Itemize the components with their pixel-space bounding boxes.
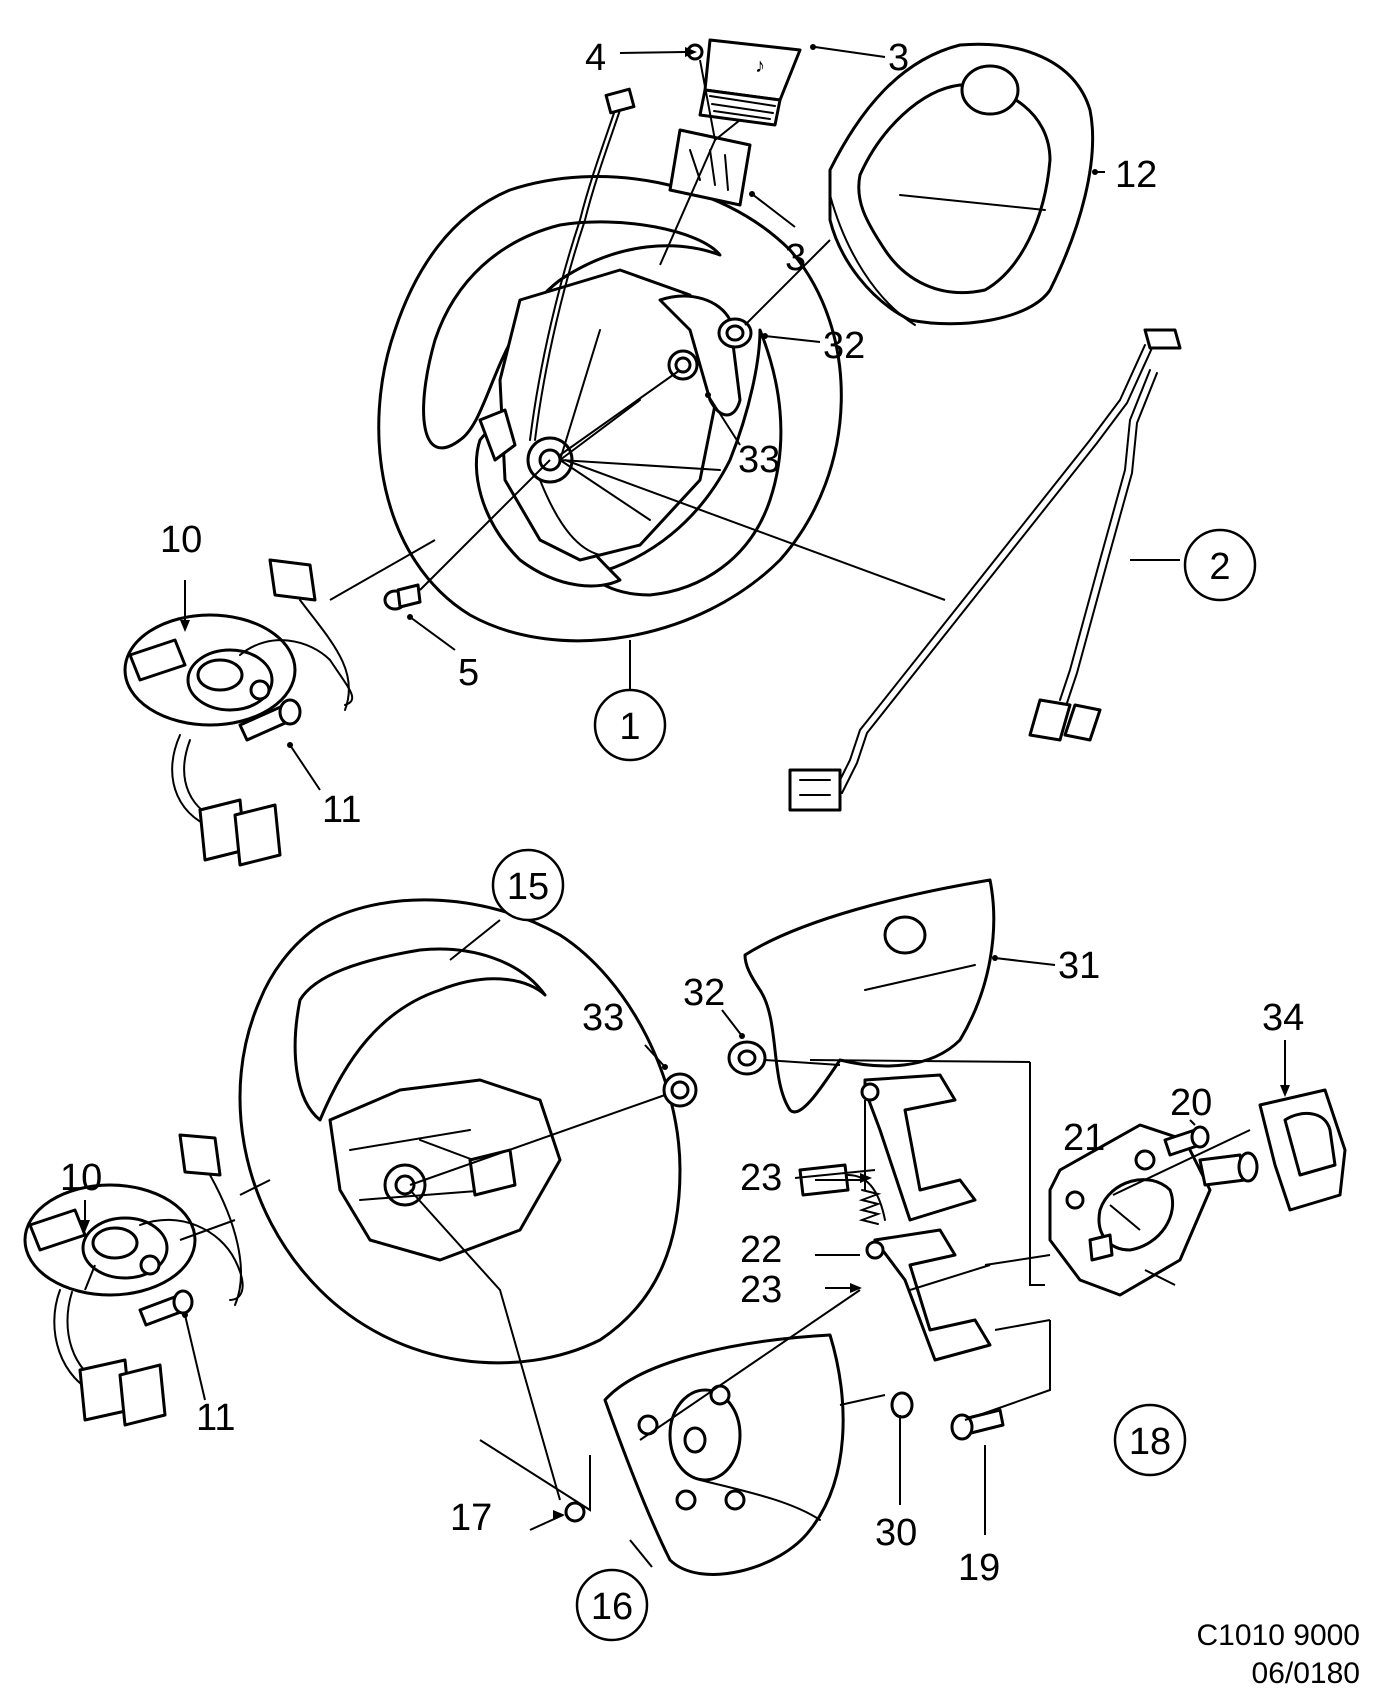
screw-11-upper	[238, 698, 302, 742]
callout-3b: 3	[785, 237, 806, 279]
callout-23b: 23	[740, 1269, 782, 1311]
reference-date: 06/0180	[1252, 1657, 1360, 1690]
callout-2: 2	[1209, 546, 1230, 588]
callout-20: 20	[1170, 1082, 1212, 1124]
nut-32-upper	[717, 317, 753, 349]
callout-labels: 1 2 3 3 4 5 10 10 11 11 12 15 16 17 18 1…	[60, 37, 1304, 1628]
callout-3a: 3	[888, 37, 909, 79]
screw-20	[1163, 1125, 1210, 1157]
callout-21: 21	[1063, 1117, 1105, 1159]
callout-34: 34	[1262, 997, 1304, 1039]
spring-22	[858, 1189, 882, 1225]
leader-lines	[80, 44, 1290, 1568]
steering-wheel-lower	[238, 898, 682, 1365]
callout-10a: 10	[160, 519, 202, 561]
callout-12: 12	[1115, 154, 1157, 196]
nut-32-lower	[727, 1040, 767, 1076]
callout-circles	[491, 528, 1257, 1642]
callout-5: 5	[458, 652, 479, 694]
airbag-cover-31	[743, 878, 996, 1114]
callout-22: 22	[740, 1229, 782, 1271]
horn-switch-contact-plate	[668, 128, 752, 207]
screw-5	[383, 583, 422, 611]
clock-spring-10-upper	[123, 558, 354, 867]
callout-19: 19	[958, 1547, 1000, 1589]
callout-17: 17	[450, 1497, 492, 1539]
airbag-module-upper	[828, 42, 1095, 326]
switch-bracket-upper	[860, 1073, 977, 1222]
nut-30	[890, 1391, 914, 1419]
airbag-cable-upper	[529, 109, 621, 441]
screw-11-lower	[138, 1289, 194, 1327]
switch-bracket-lower	[865, 1228, 992, 1362]
callout-30: 30	[875, 1512, 917, 1554]
callout-32a: 32	[823, 325, 865, 367]
callout-18: 18	[1129, 1421, 1171, 1463]
callout-4: 4	[585, 37, 606, 79]
callout-1: 1	[619, 706, 640, 748]
callout-33b: 33	[582, 997, 624, 1039]
wiring-harness-2	[788, 328, 1182, 812]
contact-34	[1258, 1088, 1347, 1212]
callout-11a: 11	[322, 789, 361, 831]
callout-16: 16	[591, 1586, 633, 1628]
callout-32b: 32	[683, 972, 725, 1014]
horn-switch-cap: ♪	[698, 38, 802, 127]
svg-text:♪: ♪	[755, 55, 765, 77]
cable-connector-upper	[604, 87, 636, 115]
nut-17	[564, 1501, 586, 1523]
lower-shroud-16	[603, 1333, 845, 1576]
callout-33a: 33	[738, 439, 780, 481]
washer-33-lower	[662, 1072, 698, 1108]
callout-10b: 10	[60, 1157, 102, 1199]
reference-code: C1010 9000	[1197, 1619, 1360, 1652]
bolt-19	[950, 1408, 1005, 1441]
clock-spring-10-lower	[23, 1133, 244, 1427]
steering-wheel-upper	[377, 175, 843, 643]
callout-15: 15	[507, 866, 549, 908]
callout-31: 31	[1058, 945, 1100, 987]
callout-23a: 23	[740, 1157, 782, 1199]
callout-11b: 11	[196, 1397, 235, 1439]
